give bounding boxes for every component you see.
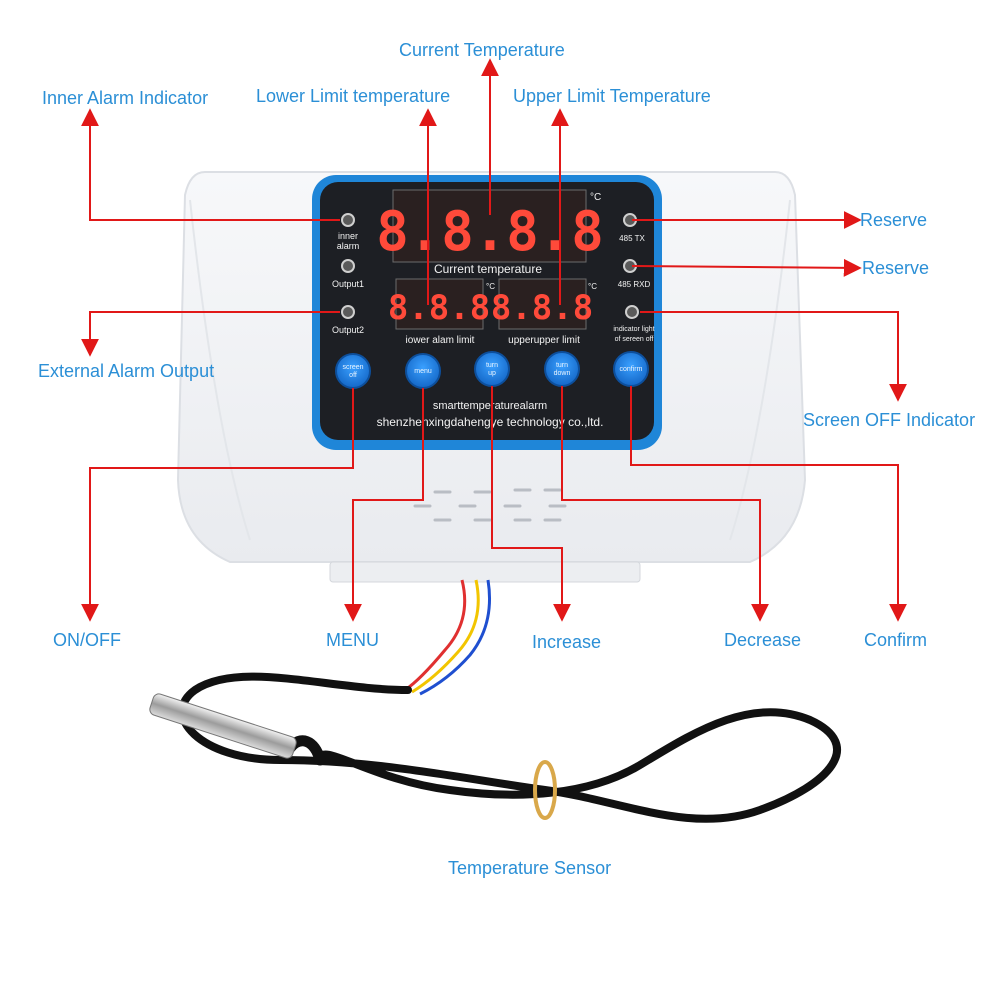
screen-off-led-icon: [625, 305, 639, 319]
sensor-probe-icon: [149, 693, 297, 759]
confirm-button-label: confirm: [620, 366, 643, 373]
arrow-external-alarm: [81, 311, 340, 357]
turn-down-button-label-line2: down: [554, 370, 571, 377]
callout-screen-off-indicator: Screen OFF Indicator: [803, 410, 976, 430]
output1-led-icon: [341, 259, 355, 273]
callout-decrease: Decrease: [724, 630, 802, 650]
callout-upper-limit-temperature: Upper Limit Temperature: [513, 86, 711, 106]
screen-off-button-label-line2: off: [349, 372, 357, 379]
temperature-sensor-cable: [149, 579, 841, 823]
callout-inner-alarm-indicator: Inner Alarm Indicator: [42, 88, 209, 108]
arrow-inner-alarm: [81, 108, 340, 221]
indicator-light-label-line2: of sereen off: [615, 336, 654, 343]
confirm-button[interactable]: confirm: [613, 351, 649, 387]
current-temperature-label: Current temperature: [434, 262, 542, 276]
turn-down-button[interactable]: turn down: [544, 351, 580, 387]
lower-limit-label: iower alam limit: [406, 335, 475, 346]
inner-alarm-label-line1: inner: [338, 231, 358, 241]
control-panel: 8.8.8.8 °C Current temperature 8.8.8 °C …: [312, 175, 662, 450]
degree-unit-upper: °C: [588, 282, 597, 291]
screen-off-button[interactable]: screen off: [335, 353, 371, 389]
lower-limit-digits: 8.8.8: [388, 288, 490, 328]
callout-external-alarm-output: External Alarm Output: [38, 361, 215, 381]
callout-reserve-1: Reserve: [860, 210, 928, 230]
callout-on-off: ON/OFF: [53, 630, 121, 650]
arrow-screen-off-indicator: [640, 311, 907, 402]
output2-led-icon: [341, 305, 355, 319]
rubber-band-icon: [533, 760, 557, 820]
inner-alarm-led-icon: [341, 213, 355, 227]
screen-off-button-label-line1: screen: [342, 364, 363, 371]
turn-up-button-label-line1: turn: [486, 362, 498, 369]
arrow-on-off: [81, 388, 354, 622]
callout-confirm: Confirm: [864, 630, 928, 650]
menu-button-label: menu: [414, 368, 432, 375]
menu-button[interactable]: menu: [405, 353, 441, 389]
brand-line-2: shenzhenxingdahengye technology co.,ltd.: [377, 415, 604, 429]
turn-down-button-label-line1: turn: [556, 362, 568, 369]
arrow-increase: [491, 386, 571, 622]
callout-current-temperature: Current Temperature: [399, 40, 565, 60]
callout-reserve-2: Reserve: [862, 258, 930, 278]
lower-limit-display: [395, 278, 484, 330]
callout-menu: MENU: [326, 630, 379, 650]
brand-line-1: smarttemperaturealarm: [433, 400, 547, 412]
callout-temperature-sensor: Temperature Sensor: [448, 858, 612, 878]
upper-limit-digits: 8.8.8: [491, 288, 593, 328]
upper-limit-label: upperupper limit: [508, 335, 580, 346]
arrow-menu: [344, 388, 424, 622]
callout-increase: Increase: [532, 632, 602, 652]
indicator-light-label-line1: indicator light: [613, 326, 654, 333]
rxd-label: 485 RXD: [618, 280, 651, 289]
degree-unit-main: °C: [590, 192, 601, 203]
vent-slots: [413, 488, 567, 522]
turn-up-button-label-line2: up: [488, 370, 496, 377]
leader-lines: [81, 58, 907, 622]
callout-lower-limit-temperature: Lower Limit temperature: [256, 86, 451, 106]
output2-label: Output2: [332, 325, 364, 335]
inner-alarm-label-line2: alarm: [337, 241, 360, 251]
degree-unit-lower: °C: [486, 282, 495, 291]
arrow-reserve-2: [631, 258, 862, 277]
output1-label: Output1: [332, 279, 364, 289]
tx-label: 485 TX: [619, 234, 645, 243]
arrow-decrease: [561, 386, 769, 622]
turn-up-button[interactable]: turn up: [474, 351, 510, 387]
arrow-confirm: [630, 386, 907, 622]
upper-limit-display: [498, 278, 587, 330]
